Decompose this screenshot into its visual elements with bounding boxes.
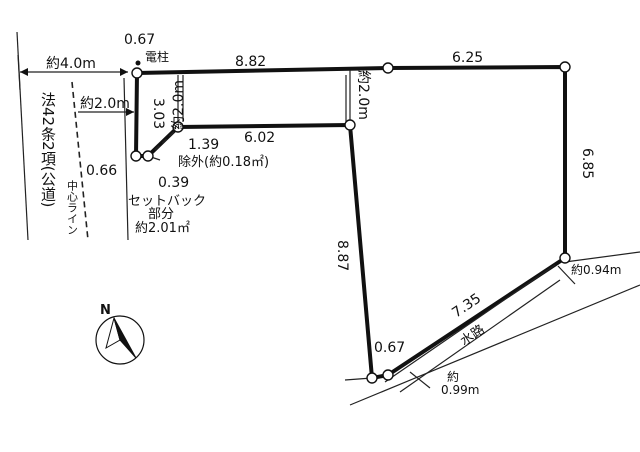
dim-067-bottom: 0.67 <box>374 340 405 356</box>
dim-water-099-b: 0.99m <box>441 383 479 397</box>
north-needle-black <box>113 317 137 359</box>
node-notch-sw <box>172 121 184 133</box>
setback-label-1: セットバック <box>128 194 206 209</box>
dim-water-099-a: 約 <box>447 369 459 384</box>
water-094-tick <box>557 265 576 285</box>
node-south-a <box>382 369 394 381</box>
centre-line-label: 中心ライン <box>66 180 79 235</box>
dim-067-top: 0.67 <box>124 32 155 48</box>
node-south-b <box>366 372 378 384</box>
waterway-edge-1 <box>384 264 556 383</box>
pole-label: 電柱 <box>145 49 169 64</box>
dim-north-625: 6.25 <box>452 50 483 66</box>
dim-west-303: 3.03 <box>150 98 166 129</box>
waterway-lower-bank <box>349 284 640 406</box>
dim-066: 0.66 <box>86 163 117 179</box>
excluded-dash <box>154 129 177 151</box>
dim-notch-east: 約2.0m <box>355 70 371 120</box>
road-centre-line <box>71 81 89 241</box>
north-arrow: N <box>95 303 145 365</box>
dim-notch-west: 約2.0m <box>171 80 187 130</box>
dim-inner-602: 6.02 <box>244 130 275 146</box>
dim-centre-offset: 約2.0m <box>80 96 130 112</box>
dim-west-887: 8.87 <box>334 240 350 271</box>
north-label: N <box>100 303 111 318</box>
node-north-mid <box>382 62 394 74</box>
node-setback-1 <box>130 150 142 162</box>
node-nw <box>131 67 143 79</box>
north-compass-circle <box>95 315 145 365</box>
road-name-label: 法42条2項(公道) <box>39 92 57 207</box>
dim-water-094: 約0.94m <box>571 262 621 277</box>
node-se <box>559 252 571 264</box>
dim-039: 0.39 <box>158 175 189 191</box>
road-edge-top-tick <box>17 54 21 91</box>
dim-north-882: 8.82 <box>235 54 266 70</box>
dim-139: 1.39 <box>188 137 219 153</box>
setback-label-2: 部分 <box>148 207 174 222</box>
pole-dot <box>135 60 141 66</box>
centre-offset-arrowhead <box>126 108 134 116</box>
waterway-upper-bank <box>564 251 640 263</box>
node-ne <box>559 61 571 73</box>
road-edge-inner <box>123 77 129 241</box>
road-width-arrowhead-left <box>20 68 28 76</box>
dim-east-685: 6.85 <box>579 148 595 179</box>
road-width-arrowhead-right <box>120 68 128 76</box>
water-099-tick <box>409 371 431 389</box>
setback-label-3: 約2.01㎡ <box>135 221 190 236</box>
excluded-label: 除外(約0.18㎡) <box>178 155 269 170</box>
dim-road-width: 約4.0m <box>46 56 96 72</box>
node-notch-se <box>344 119 356 131</box>
node-setback-2 <box>142 150 154 162</box>
